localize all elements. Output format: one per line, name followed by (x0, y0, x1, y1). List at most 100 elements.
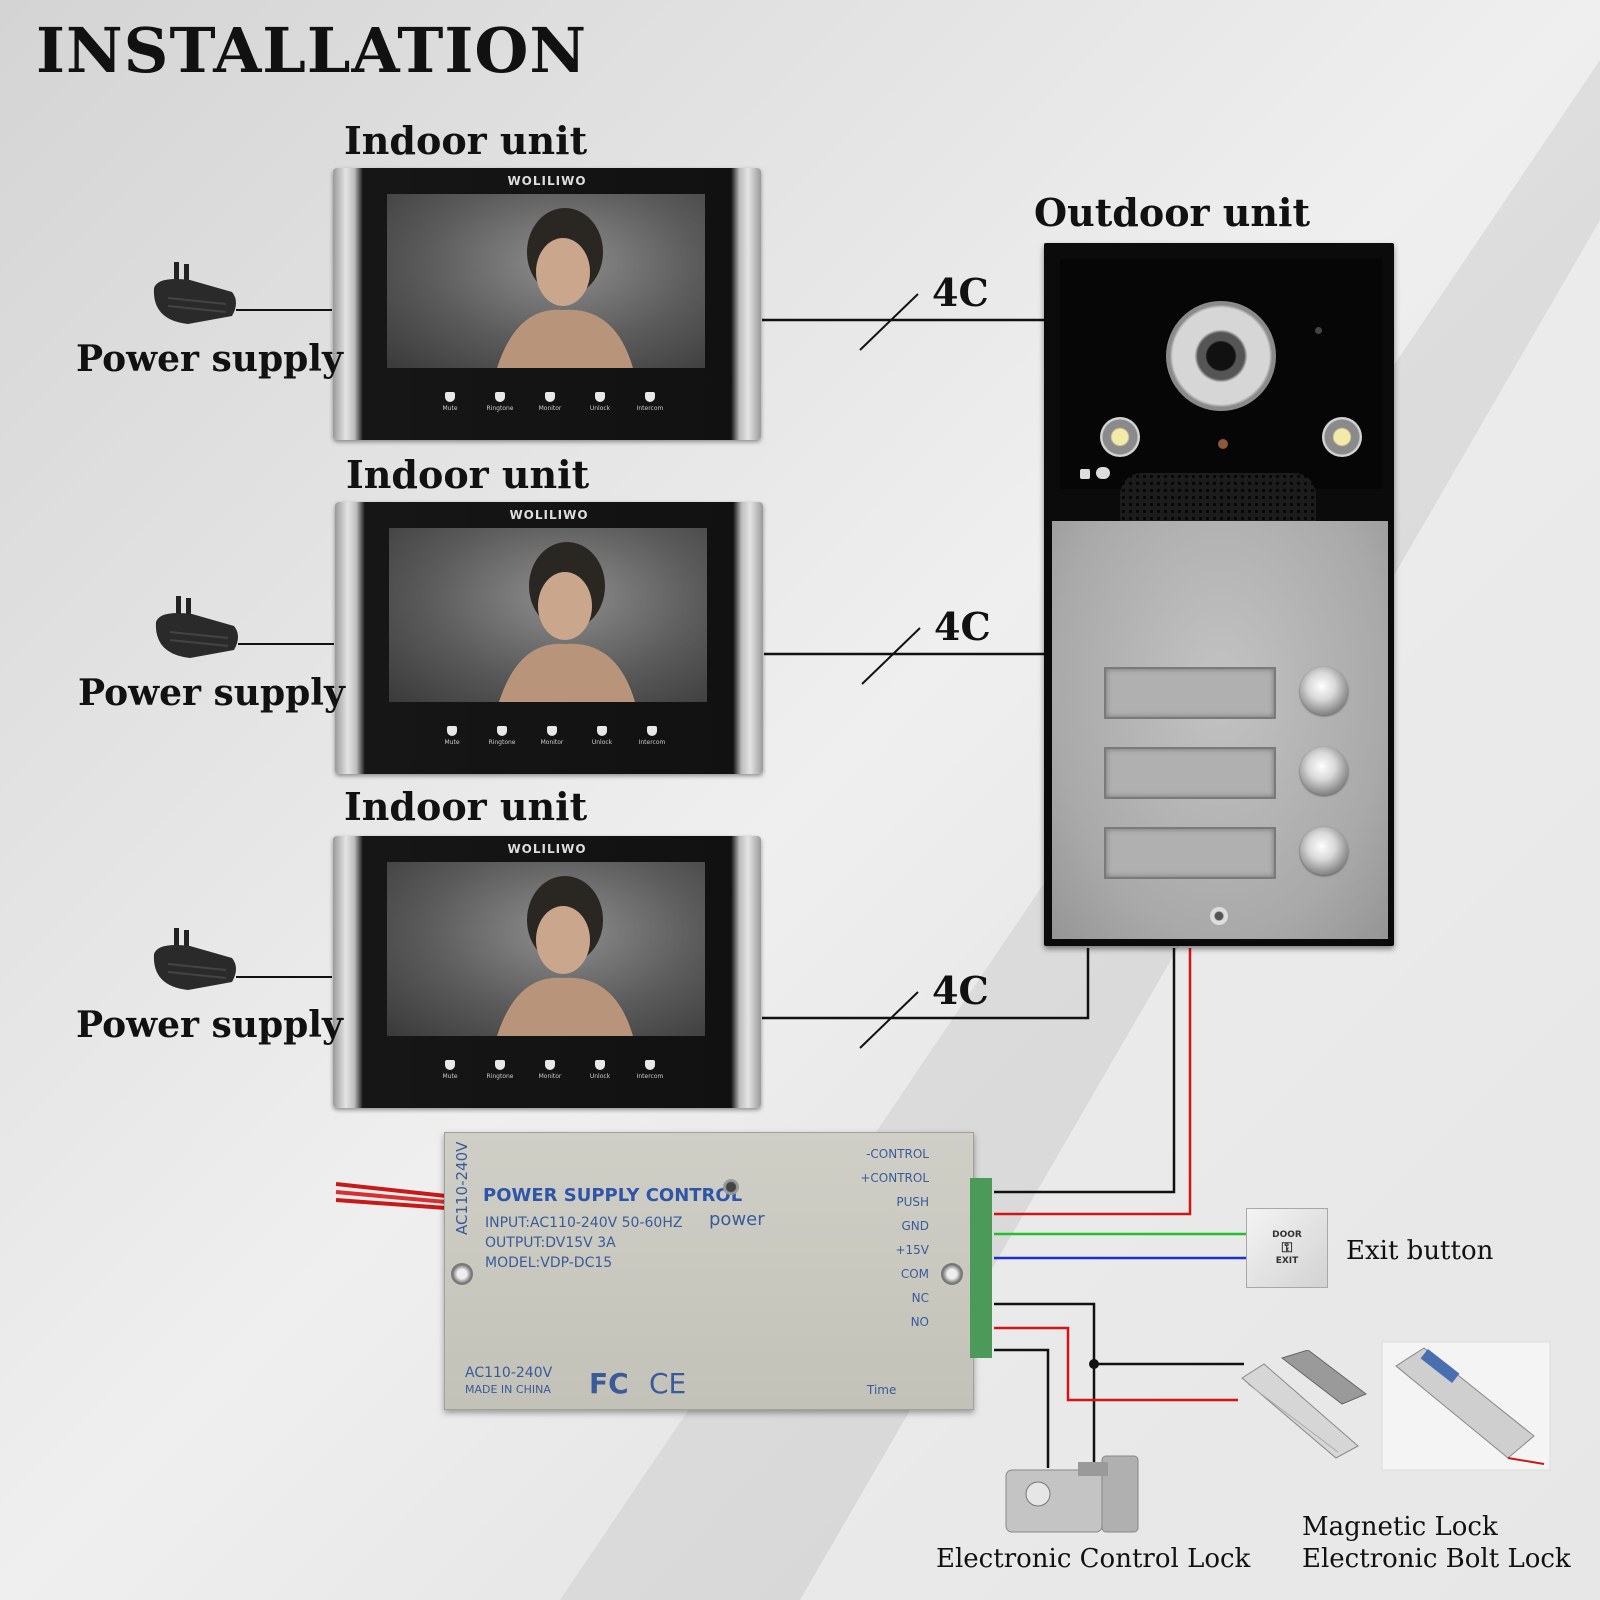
bell-icon (447, 726, 457, 736)
music-note-icon (495, 1060, 505, 1070)
wire-4c-label-3: 4C (932, 968, 989, 1013)
terminal-com: COM (900, 1267, 929, 1281)
indoor-unit-2-label: Indoor unit (346, 452, 590, 497)
terminal-control-minus: -CONTROL (866, 1147, 929, 1161)
monitor-screen (387, 194, 705, 368)
wire-4c-label-2: 4C (934, 604, 991, 649)
page-title: INSTALLATION (36, 14, 588, 87)
bell-icon (445, 1060, 455, 1070)
power-supply-2-label: Power supply (78, 672, 345, 714)
ps-side-voltage-label: AC110-240V (453, 1141, 471, 1235)
lock-status-icon (1080, 469, 1090, 479)
fc-mark: FC (589, 1367, 629, 1400)
terminal-15v: +15V (895, 1243, 929, 1257)
portrait-image (499, 542, 635, 702)
bell-icon (445, 392, 455, 402)
indoor-unit-1-label: Indoor unit (344, 118, 588, 163)
intercom-button[interactable]: Intercom (627, 726, 677, 746)
magnetic-lock-label: Magnetic Lock (1302, 1512, 1498, 1542)
ce-mark: CE (649, 1367, 687, 1400)
monitor-button-row: Mute Ringtone Monitor Unlock Intercom (427, 726, 677, 746)
phone-icon (645, 1060, 655, 1070)
electronic-bolt-lock-icon (1381, 1341, 1551, 1471)
indoor-unit-1-monitor: WOLILIWO Mute Ringtone Monitor Unlock In… (333, 168, 761, 440)
person-icon (547, 726, 557, 736)
exit-button-device: DOOR ⚿ EXIT (1246, 1208, 1328, 1288)
ps-power-label: power (709, 1209, 765, 1230)
button-plate (1052, 521, 1388, 939)
electronic-bolt-lock-label: Electronic Bolt Lock (1302, 1544, 1571, 1574)
terminal-nc: NC (911, 1291, 929, 1305)
screw-icon (1210, 907, 1228, 925)
key-icon (595, 392, 605, 402)
call-button-3[interactable] (1300, 827, 1348, 875)
music-note-icon (495, 392, 505, 402)
terminal-block (970, 1178, 992, 1358)
mute-button[interactable]: Mute (425, 1060, 475, 1080)
power-supply-3-label: Power supply (76, 1004, 343, 1046)
ir-light-left-icon (1100, 417, 1140, 457)
outdoor-unit-label: Outdoor unit (1034, 190, 1311, 235)
portrait-image (497, 876, 633, 1036)
ps-made-in: MADE IN CHINA (465, 1383, 551, 1396)
exit-face-top: DOOR (1272, 1230, 1302, 1240)
unlock-button[interactable]: Unlock (577, 726, 627, 746)
light-sensor-icon (1218, 439, 1228, 449)
mute-button[interactable]: Mute (425, 392, 475, 412)
name-tag-slot-3 (1104, 827, 1276, 879)
talk-status-icon (1096, 467, 1110, 479)
magnetic-lock-icon (1241, 1350, 1367, 1459)
unlock-button[interactable]: Unlock (575, 1060, 625, 1080)
exit-button-label: Exit button (1346, 1236, 1494, 1266)
ps-time-label: Time (867, 1383, 897, 1397)
person-icon (545, 392, 555, 402)
electronic-control-lock-label: Electronic Control Lock (936, 1544, 1251, 1574)
indoor-unit-3-label: Indoor unit (344, 784, 588, 829)
name-tag-slot-1 (1104, 667, 1276, 719)
monitor-brand: WOLILIWO (507, 842, 587, 856)
intercom-button[interactable]: Intercom (625, 1060, 675, 1080)
camera-lens-icon (1166, 301, 1276, 411)
monitor-button-row: Mute Ringtone Monitor Unlock Intercom (425, 392, 675, 412)
ps-output-spec: OUTPUT:DV15V 3A (485, 1235, 616, 1251)
key-icon: ⚿ (1281, 1240, 1293, 1256)
terminal-push: PUSH (896, 1195, 929, 1209)
intercom-button[interactable]: Intercom (625, 392, 675, 412)
power-supply-control-box: AC110-240V POWER SUPPLY CONTROL INPUT:AC… (444, 1132, 974, 1410)
camera-panel (1060, 259, 1382, 489)
ps-model-spec: MODEL:VDP-DC15 (485, 1255, 613, 1271)
exit-face-bottom: EXIT (1275, 1256, 1299, 1266)
key-icon (595, 1060, 605, 1070)
monitor-button[interactable]: Monitor (525, 392, 575, 412)
phone-icon (647, 726, 657, 736)
monitor-screen (389, 528, 707, 702)
terminal-control-plus: +CONTROL (860, 1171, 929, 1185)
call-button-1[interactable] (1300, 667, 1348, 715)
electronic-control-lock-icon (1005, 1455, 1139, 1533)
power-adapter-2-icon (155, 596, 238, 658)
ringtone-button[interactable]: Ringtone (477, 726, 527, 746)
mute-button[interactable]: Mute (427, 726, 477, 746)
ringtone-button[interactable]: Ringtone (475, 1060, 525, 1080)
mount-screw-left-icon (451, 1263, 473, 1285)
terminal-gnd: GND (901, 1219, 929, 1233)
unlock-button[interactable]: Unlock (575, 392, 625, 412)
monitor-brand: WOLILIWO (507, 174, 587, 188)
mount-screw-right-icon (941, 1263, 963, 1285)
power-adapter-1-icon (153, 262, 236, 324)
call-button-2[interactable] (1300, 747, 1348, 795)
ringtone-button[interactable]: Ringtone (475, 392, 525, 412)
power-adapter-3-icon (153, 928, 236, 990)
indoor-unit-3-monitor: WOLILIWO Mute Ringtone Monitor Unlock In… (333, 836, 761, 1108)
ir-light-right-icon (1322, 417, 1362, 457)
monitor-button[interactable]: Monitor (527, 726, 577, 746)
music-note-icon (497, 726, 507, 736)
monitor-brand: WOLILIWO (509, 508, 589, 522)
monitor-button[interactable]: Monitor (525, 1060, 575, 1080)
monitor-button-row: Mute Ringtone Monitor Unlock Intercom (425, 1060, 675, 1080)
power-supply-1-label: Power supply (76, 338, 343, 380)
microphone-icon (1315, 327, 1322, 334)
key-icon (597, 726, 607, 736)
ps-footer-voltage: AC110-240V (465, 1365, 553, 1381)
